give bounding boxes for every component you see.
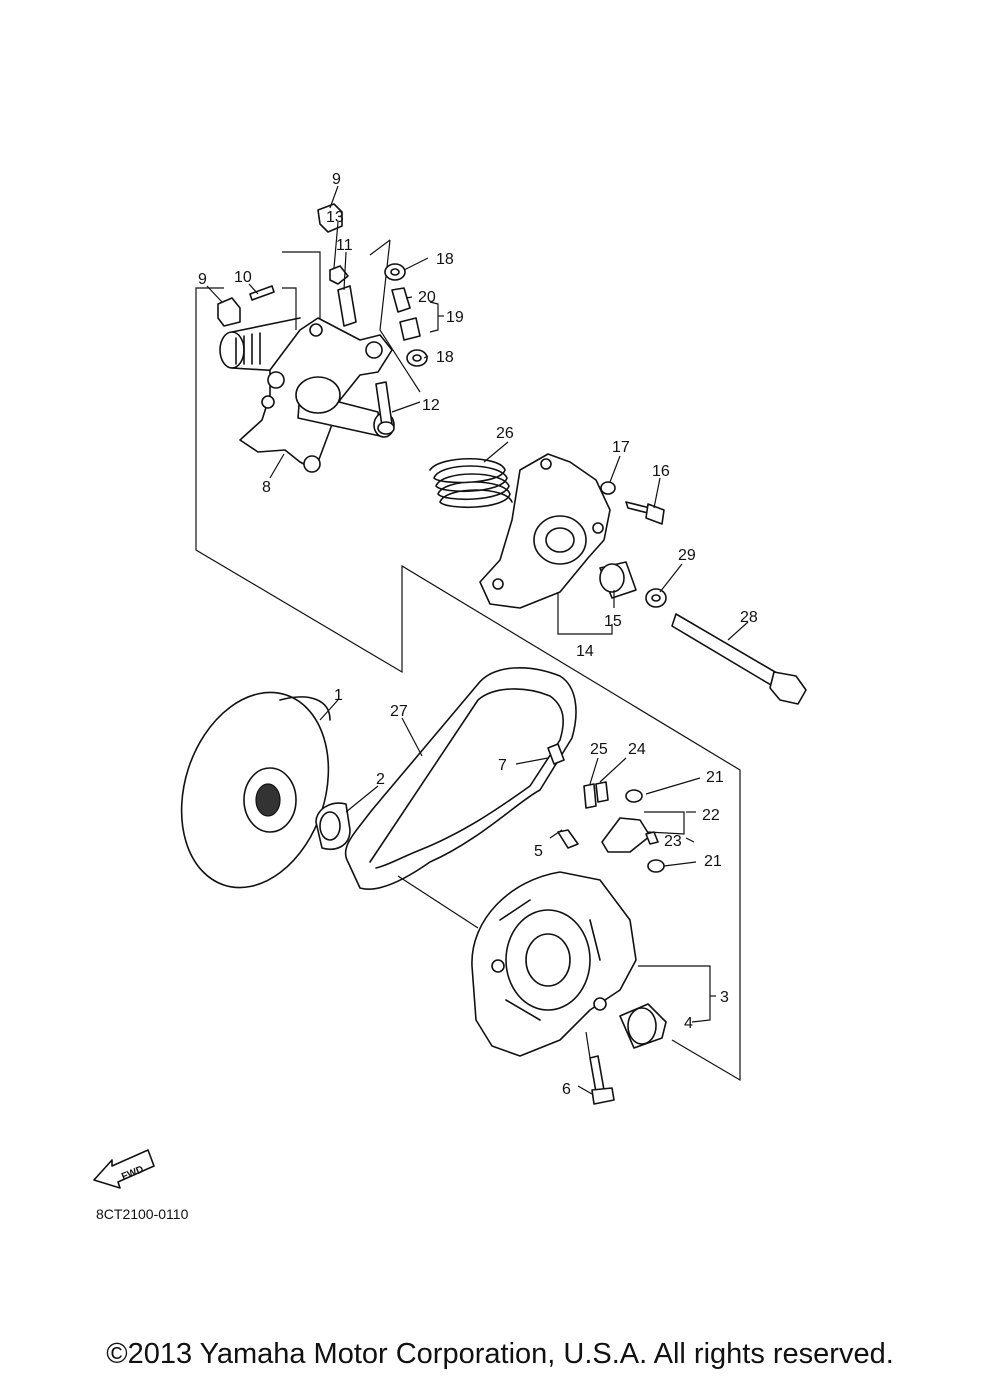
label-part-27: 27 (390, 703, 408, 720)
label-part-29: 29 (678, 547, 696, 564)
label-part-17: 17 (612, 439, 630, 456)
label-part-20: 20 (418, 289, 436, 306)
label-part-3: 3 (720, 989, 729, 1006)
label-part-28: 28 (740, 609, 758, 626)
label-part-6: 6 (562, 1081, 571, 1098)
sliding-sheave (471, 871, 637, 1057)
label-part-7: 7 (498, 757, 507, 774)
label-part-4: 4 (684, 1015, 693, 1032)
label-part-23: 23 (664, 833, 682, 850)
label-part-12: 12 (422, 397, 440, 414)
label-part-10: 10 (234, 269, 252, 286)
label-part-26: 26 (496, 425, 514, 442)
long-bolt (671, 613, 807, 705)
leader-lines (206, 185, 749, 1095)
copyright-notice: ©2013 Yamaha Motor Corporation, U.S.A. A… (106, 1338, 894, 1370)
hardware-5-7-21-25 (547, 743, 665, 873)
label-part-22: 22 (702, 807, 720, 824)
hardware-15-16-17-29 (599, 481, 667, 608)
label-part-18-top: 18 (436, 251, 454, 268)
label-part-18-bottom: 18 (436, 349, 454, 366)
label-part-16: 16 (652, 463, 670, 480)
label-part-9-top: 9 (332, 171, 341, 188)
fixed-sheave (180, 691, 331, 889)
label-part-21-bottom: 21 (704, 853, 722, 870)
cam-plate (479, 453, 611, 609)
label-part-9-left: 9 (198, 271, 207, 288)
label-part-1: 1 (334, 687, 343, 704)
label-part-13: 13 (326, 209, 344, 226)
label-part-15: 15 (604, 613, 622, 630)
label-part-5: 5 (534, 843, 543, 860)
fwd-arrow-icon: FWD (93, 1149, 155, 1189)
primary-shaft-spider (219, 317, 395, 473)
label-part-2: 2 (376, 771, 385, 788)
label-part-19: 19 (446, 309, 464, 326)
collar (315, 802, 351, 850)
label-part-8: 8 (262, 479, 271, 496)
part-labels: 1 2 3 4 5 6 7 8 9 9 10 11 12 13 14 15 16… (198, 171, 758, 1098)
spring (429, 457, 513, 509)
label-part-11: 11 (336, 237, 353, 254)
label-part-24: 24 (628, 741, 646, 758)
bolt-6 (589, 1055, 615, 1105)
small-hardware-upper (217, 203, 395, 435)
drive-belt (344, 667, 577, 890)
bushing-4 (619, 1003, 667, 1049)
label-part-21-top: 21 (706, 769, 724, 786)
diagram-code: 8CT2100-0110 (96, 1206, 189, 1222)
label-part-14: 14 (576, 643, 594, 660)
bushings-18-19-20 (384, 263, 428, 367)
label-part-25: 25 (590, 741, 608, 758)
